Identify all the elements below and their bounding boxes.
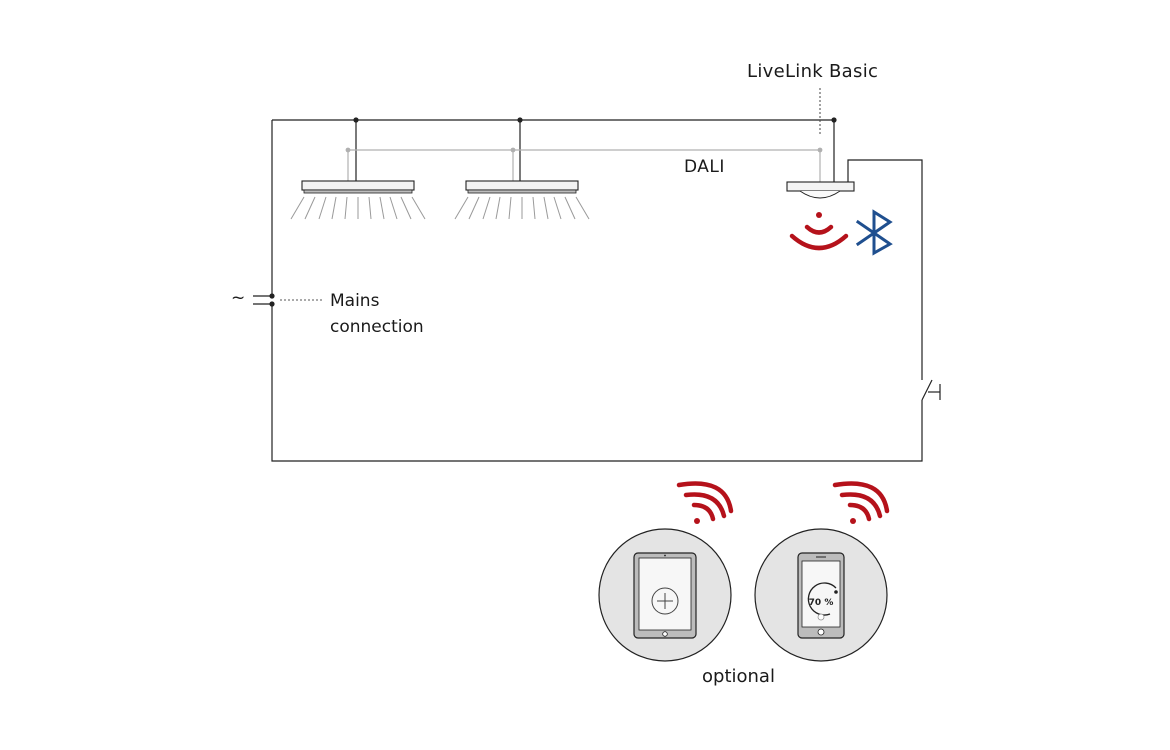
mains-terminals <box>253 293 322 307</box>
tablet-icon <box>598 528 732 662</box>
luminaire-icon <box>290 180 426 220</box>
wireless-signal-icon <box>789 212 849 251</box>
optional-label: optional <box>702 666 775 687</box>
dali-junctions <box>345 147 823 153</box>
mains-ac-symbol: ~ <box>231 288 246 308</box>
mains-circuit <box>271 119 923 462</box>
mains-label-line1: Mains <box>330 291 380 311</box>
wire-junctions <box>353 117 837 123</box>
smartphone-icon: 70 % <box>754 528 888 662</box>
mains-label-line2: connection <box>330 317 424 337</box>
livelink-sensor-icon <box>786 181 855 199</box>
dali-bus-label: DALI <box>684 157 725 177</box>
bluetooth-icon <box>855 209 893 256</box>
luminaire-icon <box>454 180 590 220</box>
dali-bus <box>347 149 821 182</box>
wifi-icon <box>676 481 734 524</box>
dimming-percentage: 70 % <box>809 598 834 608</box>
device-label: LiveLink Basic <box>747 61 879 82</box>
wifi-icon <box>832 481 890 524</box>
mains-connection-label: Mains connection <box>330 288 424 340</box>
switch-icon <box>921 379 941 401</box>
